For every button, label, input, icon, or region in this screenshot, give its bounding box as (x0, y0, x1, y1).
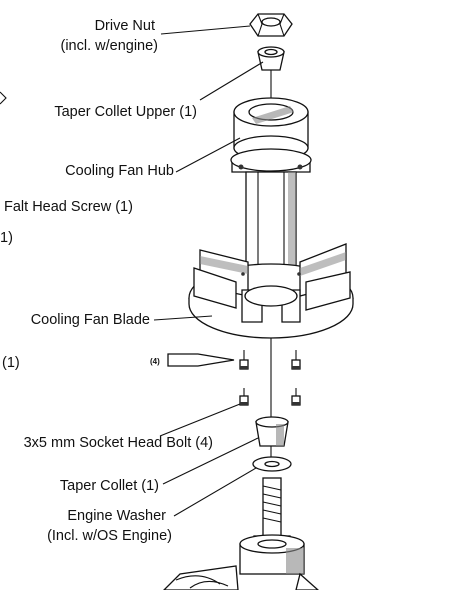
left-fragment-label-2: (1) (2, 355, 20, 371)
drive-nut-part (249, 13, 293, 37)
engine-washer-part (252, 456, 292, 472)
screwdriver-tool (167, 353, 235, 367)
screwdriver-qty-label: (4) (150, 357, 160, 366)
cooling-fan-hub-part (230, 97, 312, 301)
cooling-fan-blade-part (188, 243, 354, 339)
drive-nut-label: Drive Nut (95, 18, 155, 34)
leader-lines (153, 25, 264, 517)
engine-washer-label: Engine Washer (67, 508, 166, 524)
socket-head-bolt-label: 3x5 mm Socket Head Bolt (4) (24, 435, 213, 451)
left-edge-fragment-mark (0, 91, 7, 105)
cooling-fan-blade-label: Cooling Fan Blade (31, 312, 150, 328)
drive-nut-note-label: (incl. w/engine) (60, 38, 158, 54)
flat-head-screw-label: Falt Head Screw (1) (4, 199, 133, 215)
taper-collet-upper-part (257, 46, 285, 71)
taper-collet-label: Taper Collet (1) (60, 478, 159, 494)
cooling-fan-hub-label: Cooling Fan Hub (65, 163, 174, 179)
engine-washer-note-label: (Incl. w/OS Engine) (47, 528, 172, 544)
left-fragment-label-1: 1) (0, 230, 13, 246)
taper-collet-upper-label: Taper Collet Upper (1) (54, 104, 197, 120)
taper-collet-part (255, 416, 289, 447)
socket-head-bolts (239, 350, 301, 406)
engine-crankshaft-part (162, 477, 320, 591)
